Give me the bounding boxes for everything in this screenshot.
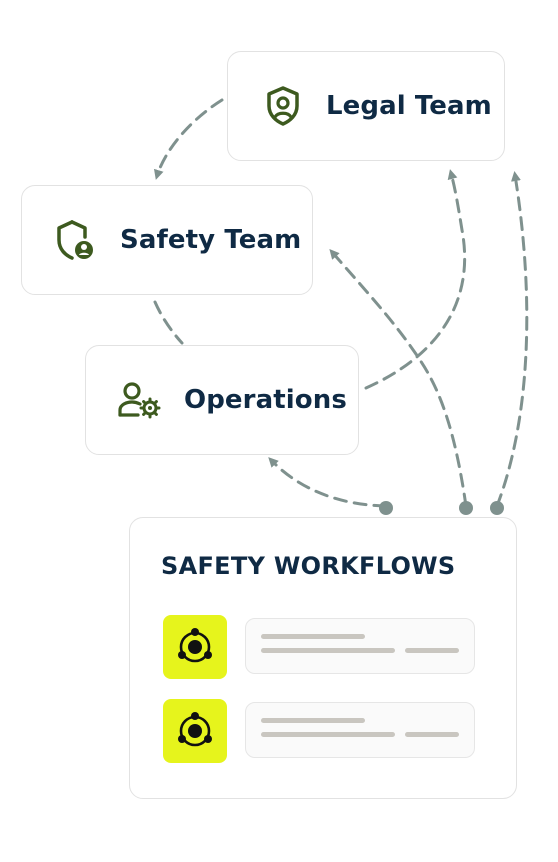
connector-operations-to-legal [364, 169, 467, 390]
workflow-row[interactable] [163, 699, 475, 763]
operations-node[interactable]: Operations [85, 345, 359, 455]
workflow-row[interactable] [163, 615, 475, 679]
shield-person-icon [56, 219, 96, 261]
orbit-network-icon [163, 699, 227, 763]
orbit-network-icon [163, 615, 227, 679]
connector-legal-to-safety [153, 98, 224, 180]
connector-dot [490, 501, 504, 515]
connector-dot [459, 501, 473, 515]
connector-workflows-to-legal [495, 171, 529, 508]
workflow-placeholder [245, 702, 475, 758]
connector-workflows-to-operations [268, 457, 388, 508]
connector-safety-to-operations [153, 300, 184, 345]
operations-label: Operations [184, 385, 347, 415]
connector-dot [379, 501, 393, 515]
shield-user-icon [264, 86, 302, 126]
user-gear-icon [118, 381, 162, 419]
safety-team-label: Safety Team [120, 225, 302, 255]
workflows-title: SAFETY WORKFLOWS [161, 552, 456, 580]
connector-workflows-to-safety [329, 248, 468, 508]
safety-team-node[interactable]: Safety Team [21, 185, 313, 295]
legal-team-node[interactable]: Legal Team [227, 51, 505, 161]
safety-workflows-panel: SAFETY WORKFLOWS [129, 517, 517, 799]
workflow-placeholder [245, 618, 475, 674]
legal-team-label: Legal Team [326, 91, 492, 121]
